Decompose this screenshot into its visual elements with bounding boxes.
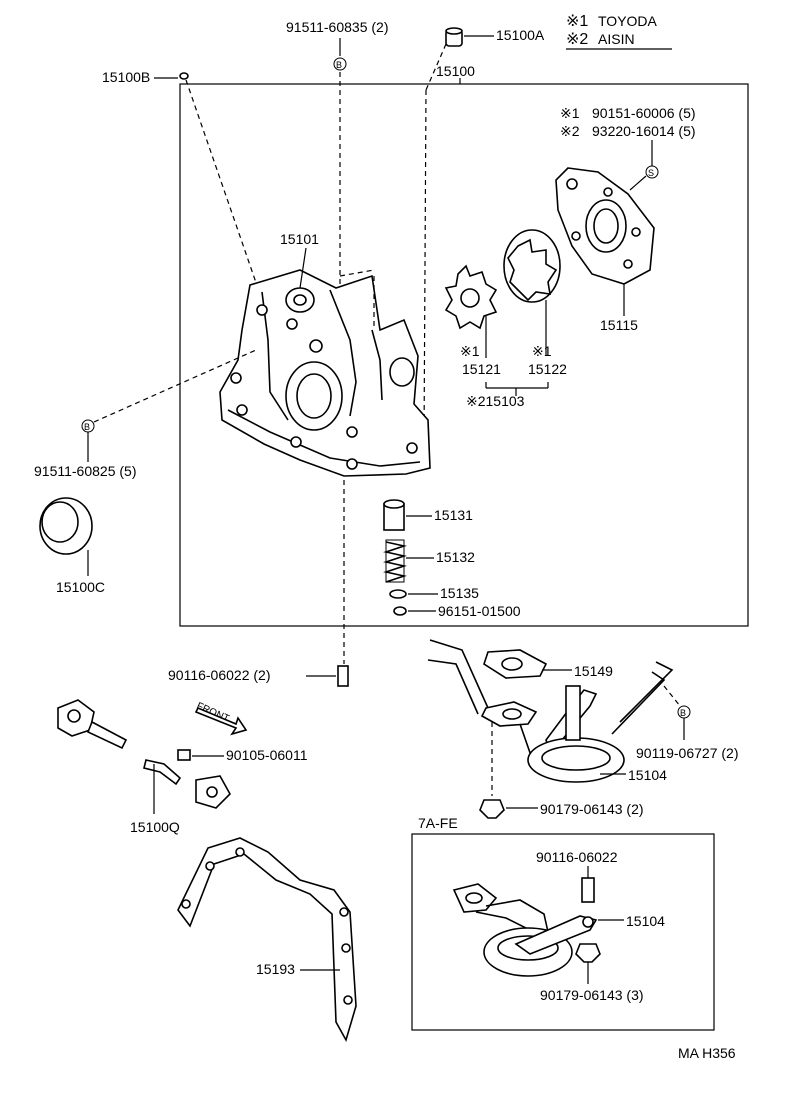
retainer-15135: [389, 589, 407, 599]
snap-ring-96151: [393, 606, 407, 616]
label-variant-nut: 90179-06143 (3): [540, 987, 644, 1003]
label-bolt-right: 90119-06727 (2): [636, 745, 738, 761]
label-15100: 15100: [436, 63, 475, 79]
variant-stud: [581, 877, 595, 903]
bolt-90105: [177, 749, 191, 761]
legend: ※1 TOYODA ※2 AISIN: [566, 13, 672, 50]
variant-title: 7A-FE: [418, 815, 458, 831]
relief-valve-15131: [383, 499, 405, 531]
label-bolt-left: 91511-60825 (5): [34, 463, 136, 479]
part-15100B: [179, 72, 189, 80]
label-nut-bottom: 90179-06143 (2): [540, 801, 644, 817]
legend-name-2: AISIN: [598, 31, 635, 47]
legend-mark-1: ※1: [566, 13, 588, 30]
pump-assembly-frame: [179, 83, 749, 627]
label-15115: 15115: [600, 317, 638, 333]
label-bolt-mark-2: ※2: [560, 123, 580, 139]
label-variant-15104: 15104: [626, 913, 665, 929]
label-15149: 15149: [574, 663, 613, 679]
label-15135: 15135: [440, 585, 479, 601]
marker-b-right-letter: B: [680, 708, 686, 718]
label-15103: ※215103: [466, 393, 525, 409]
label-15100A: 15100A: [496, 27, 545, 43]
marker-b-left: [81, 419, 95, 433]
sensor-15100Q: [57, 699, 231, 809]
label-15132: 15132: [436, 549, 475, 565]
label-15100C: 15100C: [56, 579, 105, 595]
label-15131: 15131: [434, 507, 473, 523]
legend-name-1: TOYODA: [598, 13, 658, 29]
legend-mark-2: ※2: [566, 31, 588, 48]
front-arrow: FRONT: [195, 701, 248, 736]
label-bolt-code-2: 93220-16014 (5): [592, 123, 696, 139]
variant-frame: [411, 833, 715, 1031]
oil-strainer-15104: [480, 649, 625, 783]
pump-cover-15115: [555, 167, 655, 285]
label-96151: 96151-01500: [438, 603, 521, 619]
variant-nut: [575, 943, 601, 963]
marker-b-top-letter: B: [336, 60, 342, 70]
label-bolt-90105: 90105-06011: [226, 747, 308, 763]
part-15100A: 15100A: [445, 27, 545, 47]
label-bolt-code-1: 90151-60006 (5): [592, 105, 696, 121]
label-15100Q: 15100Q: [130, 819, 180, 835]
label-mark-15121: ※1: [460, 343, 480, 359]
oil-seal-15100C: [39, 497, 93, 555]
label-15121: 15121: [462, 361, 501, 377]
label-15100B: 15100B: [102, 69, 150, 85]
label-bolt-top: 91511-60835 (2): [286, 19, 388, 35]
label-15101: 15101: [280, 231, 319, 247]
diagram-id: MA H356: [678, 1045, 736, 1061]
label-bolt-mark-1: ※1: [560, 105, 580, 121]
pump-body-15101: [219, 269, 431, 477]
bracket-15149: [427, 639, 674, 735]
variant-strainer-15104: [452, 883, 598, 977]
marker-b-left-letter: B: [84, 422, 90, 432]
marker-b-top: [333, 57, 347, 71]
label-15193: 15193: [256, 961, 295, 977]
label-15122: 15122: [528, 361, 567, 377]
nut-90179: [479, 799, 505, 819]
stud-90116: [337, 665, 349, 687]
label-variant-stud: 90116-06022: [536, 849, 618, 865]
label-stud-left: 90116-06022 (2): [168, 667, 270, 683]
marker-s-letter: S: [648, 168, 654, 178]
marker-s: [645, 165, 659, 179]
label-mark-15122: ※1: [532, 343, 552, 359]
gasket-15193: [177, 837, 357, 1043]
label-15104: 15104: [628, 767, 667, 783]
spring-15132: [383, 539, 407, 583]
inner-rotor-15121: [444, 264, 498, 330]
outer-rotor-15122: [503, 229, 561, 303]
